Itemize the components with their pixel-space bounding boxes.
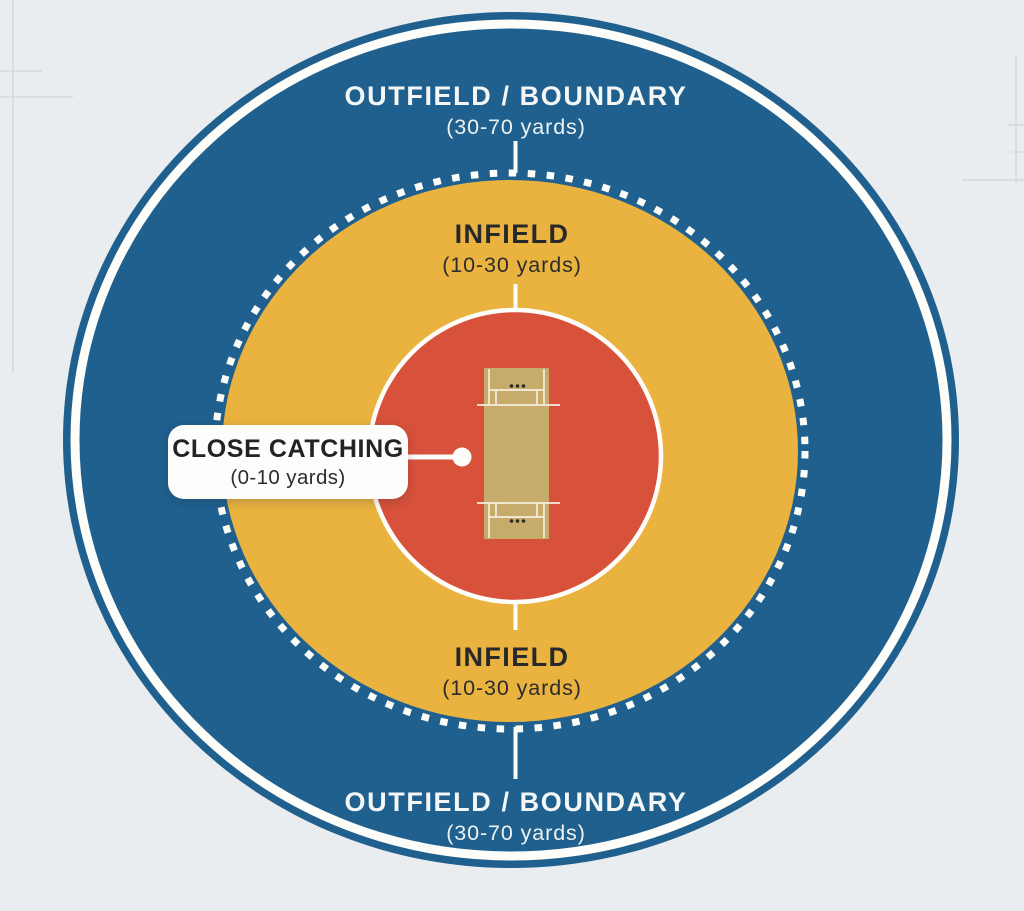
stumps-dots [509,384,526,523]
blueprint-lines [0,0,1024,373]
callout-dot [452,447,472,467]
close-catching-zone-name: CLOSE CATCHING [172,434,404,463]
outfield-inner-ring [70,19,952,861]
outfield-zone-range: (30-70 yards) [446,821,586,845]
outfield-zone-range: (30-70 yards) [446,115,586,139]
infield-zone-range: (10-30 yards) [442,676,582,700]
infield-zone-name: INFIELD [454,642,570,672]
infield-label-top: INFIELD (10-30 yards) [442,219,582,278]
outfield-label-bottom: OUTFIELD / BOUNDARY (30-70 yards) [345,787,688,846]
outfield-zone-name: OUTFIELD / BOUNDARY [344,787,688,817]
pitch-surface [484,368,549,539]
close-catching-label: CLOSE CATCHING (0-10 yards) [168,425,408,499]
close-catching-zone-range: (0-10 yards) [230,465,346,489]
infield-zone-range: (10-30 yards) [442,253,582,277]
crease-markings [477,369,560,538]
close-catching-callout-pointer [407,447,472,467]
infield-label-bottom: INFIELD (10-30 yards) [442,642,582,701]
cricket-pitch [477,368,560,539]
outfield-label-top: OUTFIELD / BOUNDARY (30-70 yards) [345,81,688,140]
infield-zone-name: INFIELD [454,219,570,249]
outfield-zone-name: OUTFIELD / BOUNDARY [344,81,688,111]
